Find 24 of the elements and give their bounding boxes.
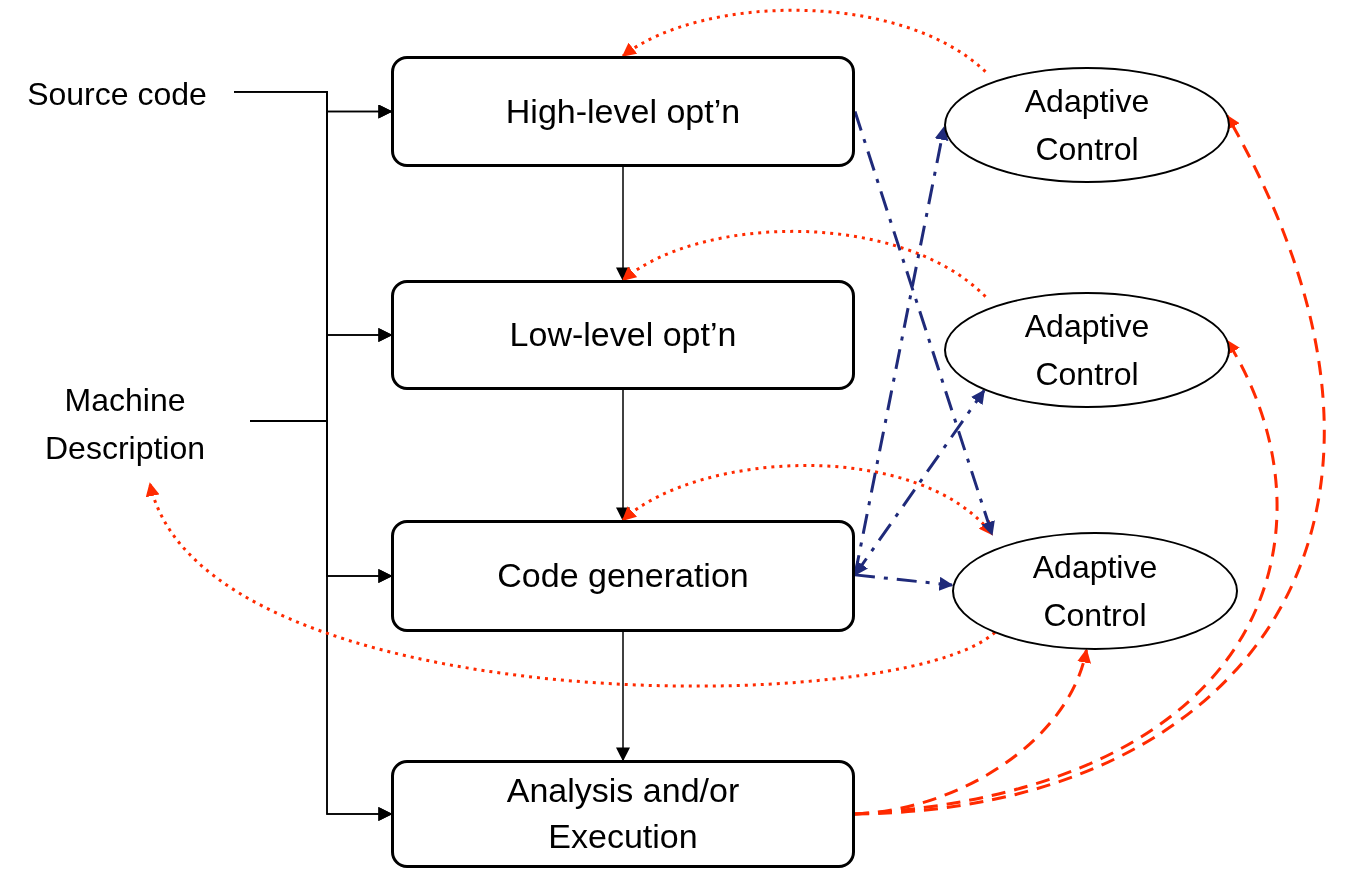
node-label: Code generation bbox=[497, 555, 749, 597]
node-label: Low-level opt’n bbox=[509, 314, 737, 356]
arrow bbox=[853, 111, 995, 536]
node-label: Adaptive Control bbox=[1023, 307, 1151, 394]
arrow bbox=[621, 229, 987, 298]
node-label: Adaptive Control bbox=[1023, 82, 1151, 169]
arrow bbox=[854, 573, 954, 591]
arrow bbox=[616, 166, 630, 282]
node-label: Adaptive Control bbox=[1031, 548, 1159, 635]
input-label: Machine Description bbox=[43, 381, 207, 468]
arrow bbox=[249, 420, 393, 821]
arrow bbox=[854, 114, 1325, 816]
arrow bbox=[616, 631, 630, 762]
process-box bbox=[391, 760, 855, 868]
process-box bbox=[391, 56, 855, 167]
node-label: Analysis and/or Execution bbox=[505, 770, 741, 857]
input-label: Source code bbox=[27, 75, 207, 114]
arrow bbox=[853, 389, 986, 577]
process-box bbox=[391, 280, 855, 390]
node-label: High-level opt’n bbox=[505, 90, 741, 132]
arrow bbox=[616, 389, 630, 522]
process-box bbox=[391, 520, 855, 632]
arrow bbox=[621, 8, 987, 73]
arrow bbox=[148, 482, 996, 687]
